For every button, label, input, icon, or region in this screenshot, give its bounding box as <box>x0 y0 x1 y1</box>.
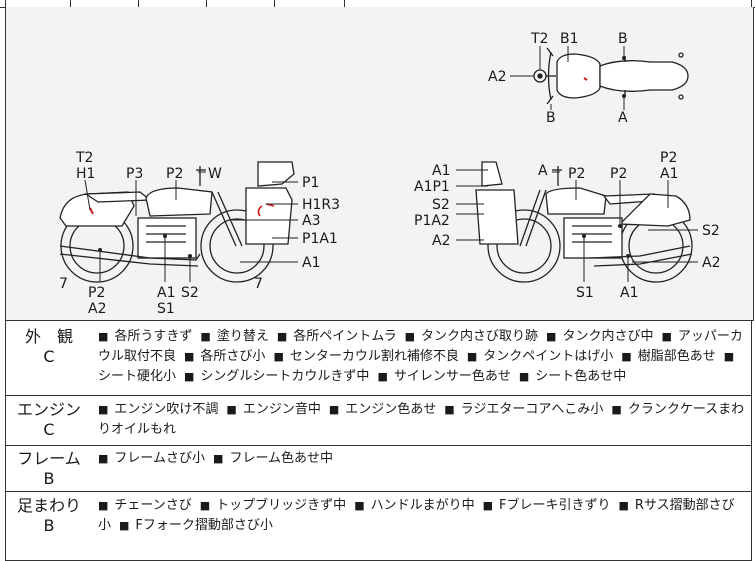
motorcycle-diagrams: T2 B1 B A2 B A <box>59 31 720 317</box>
label-t2: T2 <box>75 150 93 166</box>
list-item: トップブリッジきず中 <box>200 498 346 513</box>
top-view-callouts <box>510 46 626 110</box>
list-item: ラジエターコアへこみ小 <box>444 402 603 417</box>
list-item: 各所ペイントムラ <box>277 329 397 344</box>
right-view-labels: A1 A1P1 S2 P1A2 A2 A P2 P2 P2 A1 S2 A2 S… <box>414 150 720 301</box>
label-b: B <box>618 31 628 47</box>
list-item: シート色あせ中 <box>519 369 626 384</box>
section-items: エンジン吹け不調エンジン音中エンジン色あせラジエターコアへこみ小クランクケースま… <box>98 400 745 440</box>
list-item: フレームさび小 <box>98 451 205 466</box>
list-item: Fフォーク摺動部さび小 <box>119 518 273 533</box>
label-h1: H1 <box>76 166 95 182</box>
list-item: Fブレーキ引きずり <box>483 498 611 513</box>
section-name: エンジン <box>16 400 81 419</box>
label-w: W <box>208 166 222 182</box>
label-a2: A2 <box>88 301 106 317</box>
label-a3: A3 <box>302 213 320 229</box>
left-view-callouts <box>84 171 298 282</box>
list-item: 塗り替え <box>200 329 268 344</box>
right-view-motorcycle <box>475 161 693 283</box>
label-a: A <box>538 163 548 179</box>
section-engine: エンジン C エンジン吹け不調エンジン音中エンジン色あせラジエターコアへこみ小ク… <box>5 396 752 446</box>
label-h1r3: H1R3 <box>302 197 340 213</box>
label-a2: A2 <box>432 233 450 249</box>
section-exterior: 外 観 C 各所うすきず塗り替え各所ペイントムラタンク内さび取り跡タンク内さび中… <box>5 320 752 396</box>
list-item: センターカウル割れ補修不良 <box>273 349 458 364</box>
list-item: シングルシートカウルきず中 <box>184 369 369 384</box>
list-item: タンクペイントはげ小 <box>467 349 613 364</box>
label-p2-lower: P2 <box>88 285 105 301</box>
right-view-callouts <box>456 169 698 282</box>
label-a1p1: A1P1 <box>414 179 450 195</box>
section-name: フレーム <box>17 449 81 468</box>
list-item: ハンドルまがり中 <box>354 498 474 513</box>
list-item: タンク内さび中 <box>546 329 653 344</box>
list-item: エンジン色あせ <box>329 402 436 417</box>
list-item: タンク内さび取り跡 <box>405 329 538 344</box>
section-name: 足まわり <box>16 496 81 515</box>
section-items: チェーンさびトップブリッジきず中ハンドルまがり中Fブレーキ引きずりRサス摺動部さ… <box>98 496 745 536</box>
list-item: サイレンサー色あせ <box>377 369 510 384</box>
label-a1-lower: A1 <box>620 285 638 301</box>
label-s1: S1 <box>576 285 594 301</box>
label-p2-seat: P2 <box>610 166 627 182</box>
section-chassis: 足まわり B チェーンさびトップブリッジきず中ハンドルまがり中 Fブレーキ引きずり… <box>5 492 752 561</box>
label-a: A <box>618 110 628 126</box>
section-grade: C <box>43 420 55 439</box>
label-a1: A1 <box>432 163 450 179</box>
label-s2: S2 <box>181 285 199 301</box>
label-s2-rear: S2 <box>702 223 720 239</box>
top-view-labels: T2 B1 B A2 B A <box>488 31 628 126</box>
label-p2-tail: P2 <box>660 150 677 166</box>
list-item: 各所さび小 <box>184 349 265 364</box>
section-grade: B <box>43 469 55 488</box>
list-item: フレーム色あせ中 <box>213 451 333 466</box>
label-p2-tank: P2 <box>568 166 585 182</box>
label-p3: P3 <box>126 166 143 182</box>
left-view-motorcycle <box>59 161 295 283</box>
section-grade: C <box>43 347 55 366</box>
label-a2: A2 <box>488 69 506 85</box>
top-view-motorcycle <box>533 47 689 105</box>
label-p1a1: P1A1 <box>302 231 338 247</box>
label-s1: S1 <box>157 301 175 317</box>
section-frame: フレーム B フレームさび小フレーム色あせ中 <box>5 446 752 492</box>
label-7-front: 7 <box>254 276 263 292</box>
section-items: 各所うすきず塗り替え各所ペイントムラタンク内さび取り跡タンク内さび中アッパーカウ… <box>98 327 745 387</box>
section-items: フレームさび小フレーム色あせ中 <box>98 449 745 469</box>
label-b1: B1 <box>560 31 579 47</box>
label-a1-lower: A1 <box>157 285 175 301</box>
label-7-rear: 7 <box>59 276 68 292</box>
label-p1a2: P1A2 <box>414 213 450 229</box>
label-a1: A1 <box>302 255 320 271</box>
label-a1-tail: A1 <box>660 166 678 182</box>
list-item: エンジン吹け不調 <box>98 402 218 417</box>
section-grade: B <box>43 516 55 535</box>
list-item: チェーンさび <box>98 498 192 513</box>
label-b-lower: B <box>546 110 556 126</box>
label-p2: P2 <box>166 166 183 182</box>
left-view-labels: T2 H1 P3 P2 W P1 H1R3 A3 P1A1 A1 7 7 P2 … <box>59 150 340 317</box>
damage-diagram-panel <box>5 7 754 321</box>
list-item: 各所うすきず <box>98 329 192 344</box>
list-item: 樹脂部色あせ <box>621 349 715 364</box>
label-t2: T2 <box>530 31 548 47</box>
section-name: 外 観 <box>24 327 73 346</box>
list-item: エンジン音中 <box>226 402 320 417</box>
label-p1: P1 <box>302 175 319 191</box>
label-s2: S2 <box>432 197 450 213</box>
label-a2-rear: A2 <box>702 255 720 271</box>
